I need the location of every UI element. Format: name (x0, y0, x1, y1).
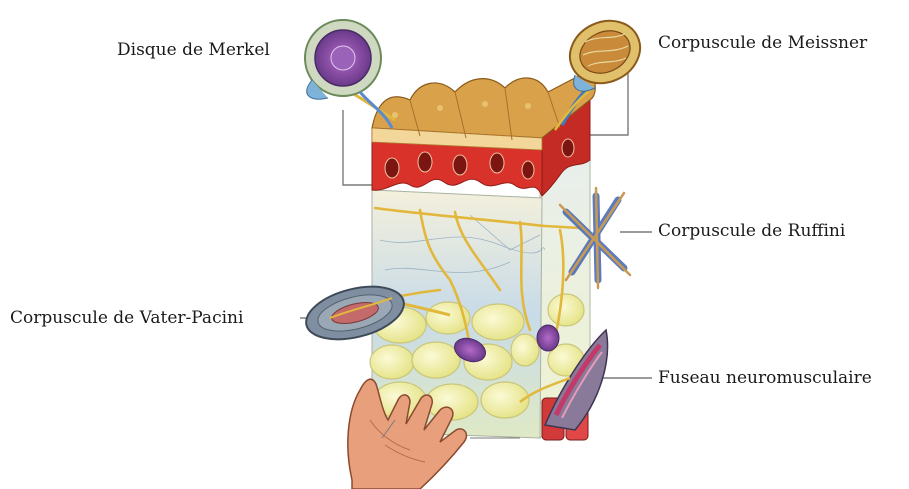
merkel-disc-inset (305, 20, 395, 128)
skin-block (370, 70, 595, 438)
label-meissner-corpuscle: Corpuscule de Meissner (658, 33, 867, 53)
label-merkel-disc: Disque de Merkel (117, 40, 270, 60)
meissner-corpuscle-inset (555, 10, 650, 130)
label-neuromuscular-spindle: Fuseau neuromusculaire (658, 368, 872, 388)
label-ruffini-corpuscle: Corpuscule de Ruffini (658, 221, 845, 241)
label-pacinian-corpuscle: Corpuscule de Vater-Pacini (10, 308, 243, 328)
